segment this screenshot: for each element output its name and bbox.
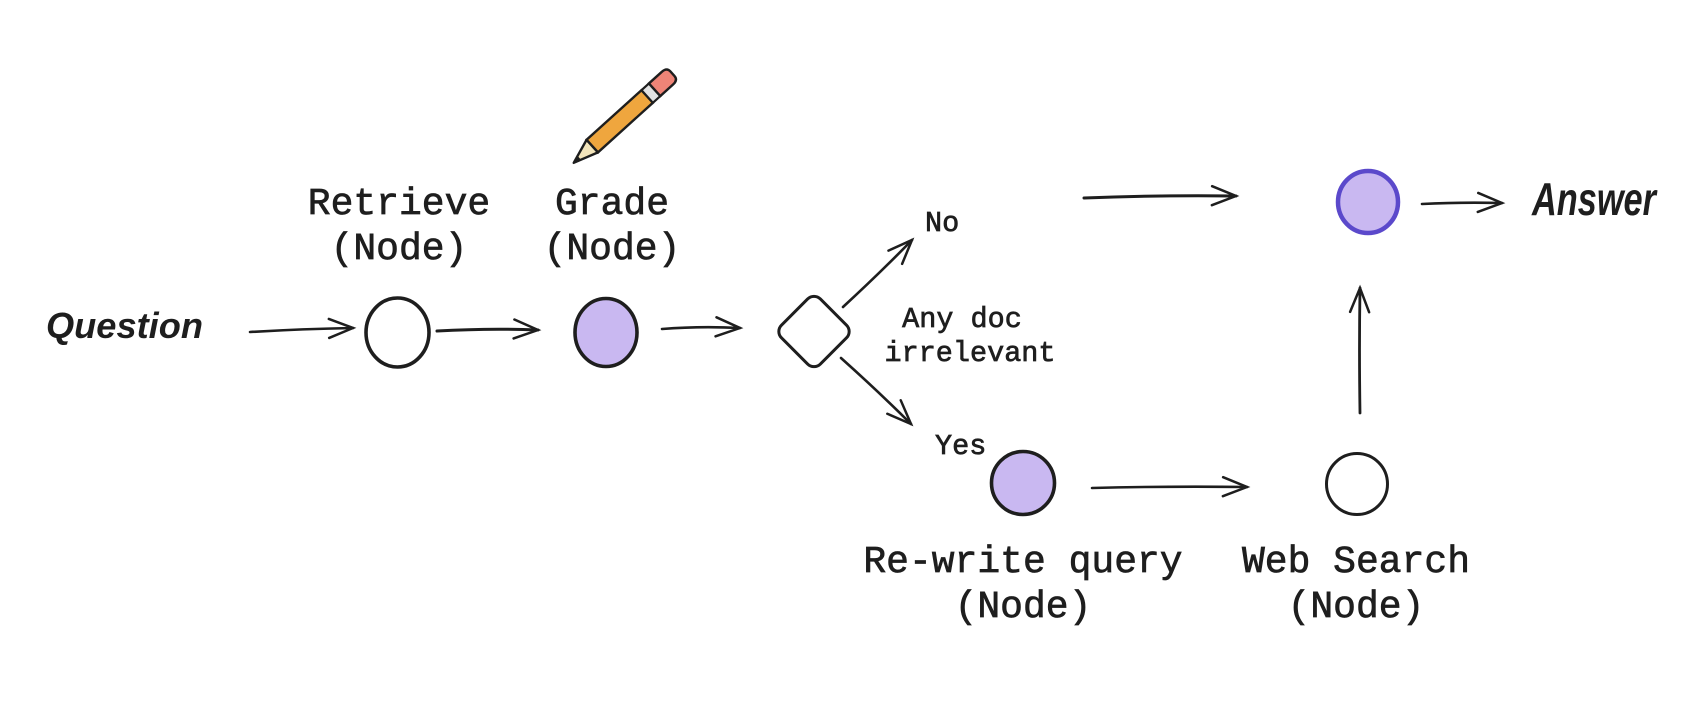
- svg-text:Any doc: Any doc: [902, 303, 1022, 336]
- svg-text:Grade: Grade: [555, 183, 669, 226]
- svg-text:Retrieve: Retrieve: [308, 183, 490, 226]
- svg-text:(Node): (Node): [331, 228, 468, 271]
- svg-text:(Node): (Node): [955, 586, 1092, 629]
- svg-text:Answer: Answer: [1531, 173, 1657, 225]
- svg-text:Question: Question: [46, 305, 203, 346]
- svg-text:Re-write query: Re-write query: [863, 541, 1182, 584]
- svg-text:Web Search: Web Search: [1242, 541, 1470, 584]
- svg-text:Yes: Yes: [935, 430, 986, 463]
- svg-text:irrelevant: irrelevant: [884, 337, 1055, 370]
- svg-text:No: No: [925, 207, 959, 240]
- svg-text:(Node): (Node): [544, 228, 681, 271]
- svg-text:(Node): (Node): [1288, 586, 1425, 629]
